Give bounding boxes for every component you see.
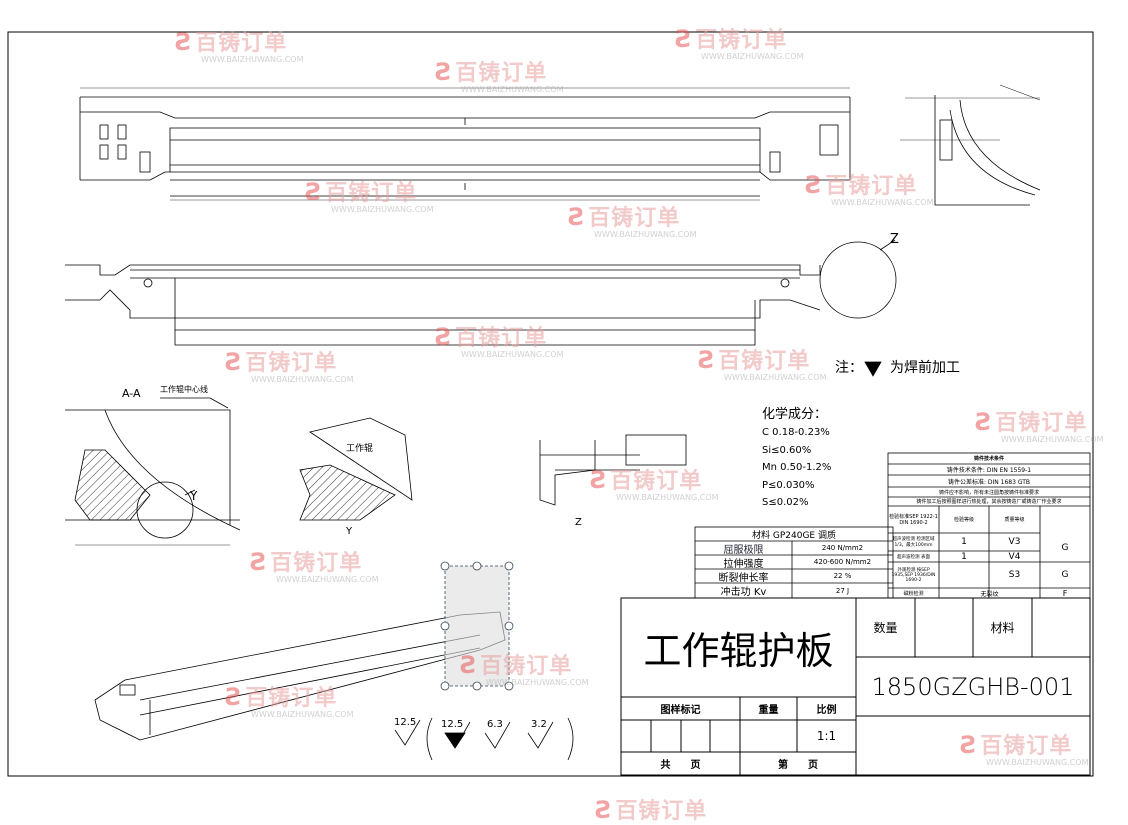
- roughness-general: 12.5: [394, 717, 417, 728]
- spec-grid-cell: F: [1062, 588, 1068, 598]
- detail-z-view: [539, 434, 687, 506]
- quantity-label: 数量: [873, 621, 898, 635]
- spec-grid-cell: V3: [1008, 537, 1021, 547]
- weight-label: 重量: [758, 705, 779, 716]
- material-prop-label: 断裂伸长率: [718, 572, 769, 584]
- roughness-symbols: [394, 717, 574, 761]
- spec-row: 铸件技术条件: DIN EN 1559-1: [946, 467, 1032, 474]
- detail-z-title: Z: [575, 517, 582, 528]
- mark-label: 图样标记: [660, 705, 701, 716]
- detail-y-title: Y: [346, 526, 353, 537]
- roughness-value: 12.5: [441, 719, 464, 730]
- spec-grid-cell: 无裂纹: [980, 590, 999, 598]
- spec-row: 铸件加工后按照图样进行热处理，其余按铸造厂或铸造厂作业要求: [916, 499, 1062, 505]
- scale-value: 1:1: [816, 729, 837, 743]
- part-name: 工作辊护板: [643, 629, 834, 673]
- spec-grid-header: 质量等级: [1004, 517, 1025, 523]
- drawing-number: 1850GZGHB-001: [871, 672, 1075, 701]
- chemistry-line: C 0.18-0.23%: [762, 427, 830, 438]
- drawing-frame: [7, 31, 1094, 777]
- chemistry-line: Si≤0.60%: [762, 445, 812, 456]
- detail-z-marker: Z: [890, 232, 899, 247]
- material-prop-label: 拉伸强度: [723, 558, 764, 570]
- work-roll-label: 工作辊: [346, 444, 374, 454]
- material-prop-value: 420-600 N/mm2: [813, 558, 872, 566]
- spec-grid-header: 检验等级: [953, 517, 974, 523]
- material-prop-value: 240 N/mm2: [821, 544, 864, 552]
- spec-row: 铸件技术条件: [973, 456, 1004, 462]
- spec-row: 铸件应不影响，所有未注圆角按铸件标准要求: [938, 489, 1039, 496]
- scale-label: 比例: [816, 705, 837, 716]
- chemistry-title: 化学成分：: [762, 407, 828, 422]
- note-prefix: 注：: [835, 360, 863, 376]
- total-pages-label: 共 页: [660, 760, 701, 771]
- page-label: 第 页: [778, 760, 818, 771]
- spec-grid-cell: 1: [961, 537, 967, 547]
- detail-y: [299, 417, 413, 521]
- material-header: 材料 GP240GE 调质: [752, 530, 836, 541]
- material-prop-label: 屈服极限: [723, 544, 764, 556]
- material-label: 材料: [990, 621, 1015, 635]
- note-text: 为焊前加工: [890, 360, 960, 376]
- spec-grid-cell: G: [1061, 570, 1069, 580]
- spec-row: 铸件公差标准: DIN 1683 GTB: [947, 478, 1031, 486]
- top-view: [79, 87, 851, 201]
- roll-centerline-label: 工作辊中心线: [160, 385, 208, 394]
- roughness-value: 3.2: [531, 719, 547, 730]
- spec-grid-cell: 超声波检测 检测区域1/3，最大100mm: [892, 537, 935, 548]
- selection-box: [440, 561, 514, 691]
- chemistry-line: P≤0.030%: [762, 480, 815, 491]
- material-prop-value: 27 J: [835, 586, 850, 595]
- spec-grid-cell: 超声波检测 表面: [897, 554, 930, 560]
- detail-y-marker: Y: [190, 489, 198, 503]
- spec-grid-cell: S3: [1008, 570, 1021, 580]
- chemistry-line: Mn 0.50-1.2%: [762, 462, 832, 473]
- spec-grid-cell: 磁粉检测: [903, 590, 924, 597]
- spec-grid-cell: 1: [961, 551, 967, 562]
- spec-grid-cell: 外观检测 按SEP 1935,SEP 1936/DIN 1690-2: [891, 568, 936, 583]
- chemistry-line: S≤0.02%: [762, 497, 809, 508]
- section-a-a: [65, 397, 241, 546]
- section-label: A-A: [122, 387, 141, 400]
- title-block-lines: [620, 597, 1091, 776]
- material-prop-value: 22 %: [833, 572, 852, 580]
- spec-grid-cell: G: [1061, 542, 1069, 553]
- detail-z-circle: [819, 241, 897, 319]
- material-prop-label: 冲击功 Kv: [720, 587, 767, 598]
- spec-grid-cell: V4: [1008, 551, 1021, 562]
- weld-triangle-icon: [864, 361, 882, 377]
- side-view: [900, 84, 1041, 206]
- roughness-value: 6.3: [487, 719, 503, 730]
- bottom-view: [65, 239, 897, 346]
- spec-grid-header: 检验标准SEP 1922-1 DIN 1690-2: [889, 514, 938, 526]
